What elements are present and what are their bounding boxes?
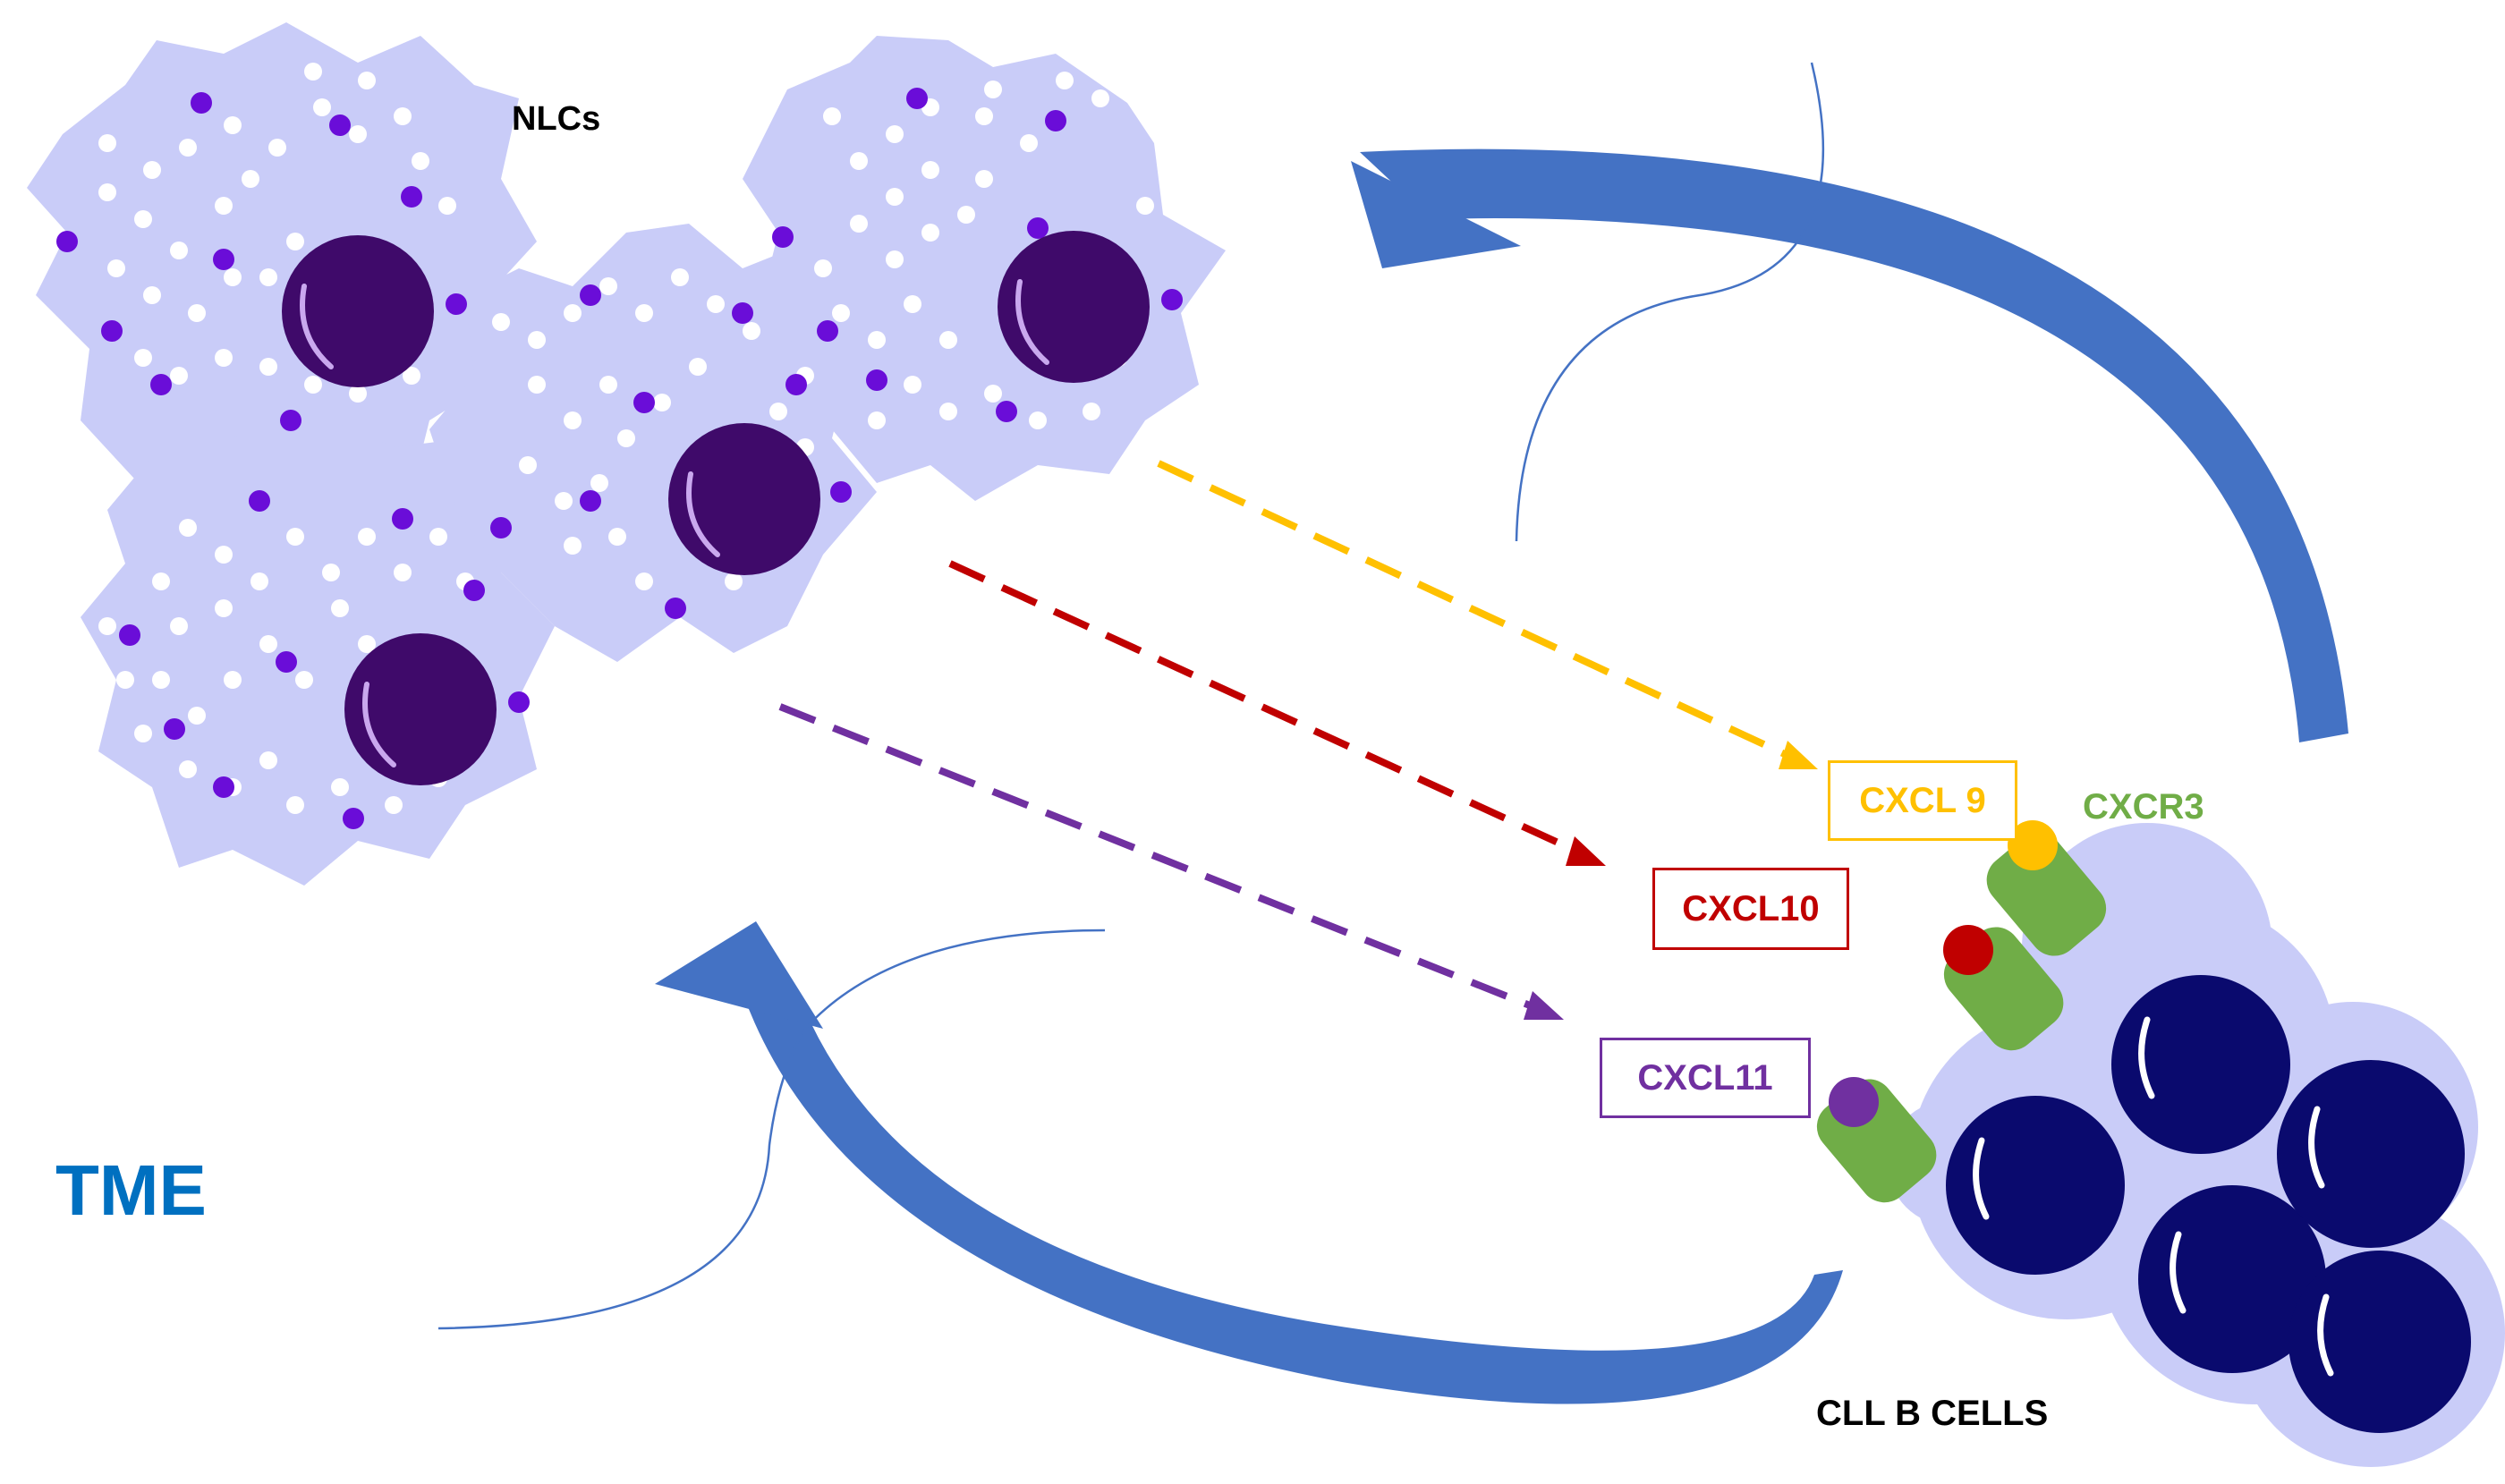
nlc-nuclei <box>282 231 1150 785</box>
nlc-granules-purple <box>56 88 1183 829</box>
cll-b-cell-cluster <box>1816 820 2505 1467</box>
cxcl9-box: CXCL 9 <box>1828 760 2017 841</box>
cxcl10-box: CXCL10 <box>1652 868 1849 950</box>
curved-arrow-bottom <box>437 921 1843 1404</box>
tme-label: TME <box>55 1150 207 1230</box>
receptor-cxcr3-2 <box>1943 925 2064 1051</box>
nlc-granules-white <box>98 63 1154 814</box>
receptor-cxcr3-1 <box>1986 820 2107 956</box>
cxcl11-box: CXCL11 <box>1600 1038 1811 1118</box>
cll-b-cells-label: CLL B CELLS <box>1816 1394 2049 1433</box>
thin-curve-top <box>1515 62 1825 542</box>
nlc-nucleus <box>668 423 820 575</box>
nlc-nucleus <box>998 231 1150 383</box>
nlcs-label: NLCs <box>512 100 601 138</box>
nlc-cluster <box>27 22 1226 886</box>
thin-curve-bottom <box>437 929 1106 1330</box>
dashed-arrow-cxcl10 <box>948 560 1606 866</box>
dashed-arrow-cxcl11 <box>778 703 1564 1020</box>
nlc-cell-top-right <box>743 36 1226 501</box>
receptor-cxcr3-3 <box>1816 1077 1937 1203</box>
nlc-nucleus <box>282 235 434 387</box>
dashed-arrow-cxcl9 <box>1157 460 1818 769</box>
curved-arrow-top <box>1351 62 2348 742</box>
b-cell-nuclei <box>1946 975 2471 1433</box>
nlc-nucleus <box>344 633 497 785</box>
cxcr3-label: CXCR3 <box>2083 787 2204 827</box>
